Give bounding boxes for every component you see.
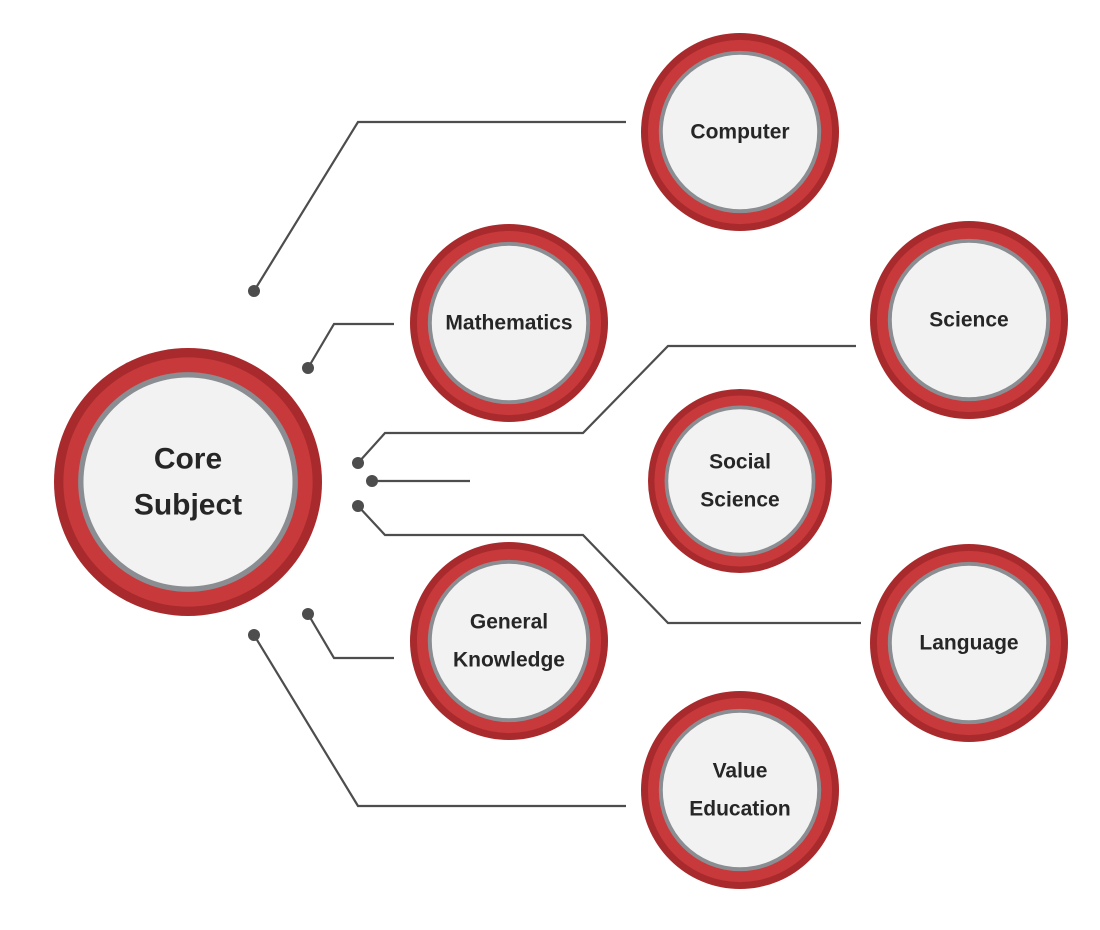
subject-node-language-label-line: Language <box>919 632 1018 655</box>
connector-science-dot <box>352 457 364 469</box>
subject-node-language: Language <box>870 544 1068 742</box>
connectors <box>248 120 861 808</box>
connector-computer <box>253 120 626 292</box>
subject-node-computer: Computer <box>641 33 839 231</box>
connector-mathematics-dot <box>302 362 314 374</box>
subject-node-general-knowledge-label-line: Knowledge <box>453 649 565 672</box>
core-subject-node-label-line: Subject <box>134 489 242 522</box>
subject-node-mathematics-face <box>431 245 587 401</box>
connector-value-education-dot <box>248 629 260 641</box>
core-subject-node-face <box>83 377 293 587</box>
subject-node-social-science-label-line: Social <box>709 451 771 474</box>
connector-computer-dot <box>248 285 260 297</box>
subject-node-value-education-label-line: Value <box>713 760 768 783</box>
connector-social-science-dot <box>366 475 378 487</box>
core-subject-node-label-line: Core <box>154 443 222 476</box>
subject-node-value-education-face <box>662 712 818 868</box>
connector-general-knowledge-dot <box>302 608 314 620</box>
connector-science <box>357 344 856 464</box>
connector-value-education <box>253 634 626 808</box>
subject-node-computer-face <box>662 54 818 210</box>
subject-node-general-knowledge-face <box>431 563 587 719</box>
subject-node-science: Science <box>870 221 1068 419</box>
connector-mathematics <box>307 322 394 369</box>
subject-node-general-knowledge-label-line: General <box>470 611 548 634</box>
subject-node-science-label-line: Science <box>929 309 1008 332</box>
subject-node-science-face <box>891 242 1047 398</box>
connector-language-dot <box>352 500 364 512</box>
connector-language <box>357 505 861 625</box>
connector-general-knowledge <box>307 613 394 660</box>
subject-node-mathematics-label-line: Mathematics <box>445 312 572 335</box>
subject-node-mathematics: Mathematics <box>410 224 608 422</box>
subject-node-social-science-face <box>668 409 812 553</box>
subject-node-value-education-label-line: Education <box>689 798 791 821</box>
subject-node-language-face <box>891 565 1047 721</box>
subject-node-computer-label-line: Computer <box>690 121 789 144</box>
subject-node-social-science-label-line: Science <box>700 489 779 512</box>
